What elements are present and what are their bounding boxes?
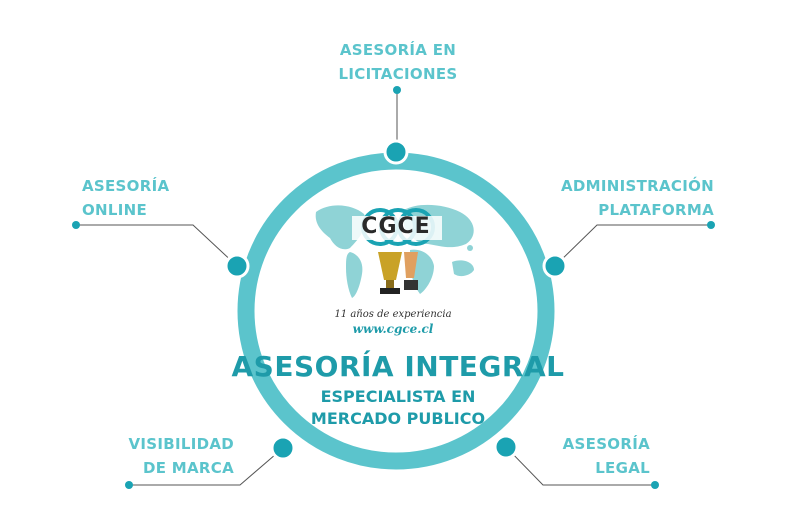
connector-marca: [129, 447, 284, 486]
label-online-line1: ASESORÍA: [82, 177, 170, 195]
endpoint-legal: [651, 481, 659, 489]
label-legal-line1: ASESORÍA: [562, 435, 650, 453]
endpoint-online: [72, 221, 80, 229]
center-title: ASESORÍA INTEGRAL: [231, 350, 565, 383]
logo-tagline: 11 años de experiencia: [334, 309, 452, 320]
endpoint-marca: [125, 481, 133, 489]
node-marca: [270, 435, 296, 461]
label-legal-line2: LEGAL: [595, 459, 650, 477]
connector-legal: [505, 446, 655, 486]
label-marca-line1: VISIBILIDAD: [128, 435, 234, 453]
endpoints: [72, 86, 715, 489]
label-plataforma-line1: ADMINISTRACIÓN: [561, 177, 714, 195]
label-online: ASESORÍA ONLINE: [82, 174, 169, 222]
node-licitaciones: [383, 139, 409, 165]
label-licitaciones: ASESORÍA EN LICITACIONES: [298, 38, 498, 86]
node-plataforma: [542, 253, 568, 279]
label-licitaciones-line2: LICITACIONES: [338, 65, 458, 83]
node-legal: [493, 434, 519, 460]
connector-plataforma: [554, 224, 711, 267]
ring-nodes: [224, 139, 568, 461]
endpoint-plataforma: [707, 221, 715, 229]
center-subtitle-line1: ESPECIALISTA EN: [320, 387, 476, 406]
connector-online: [76, 224, 238, 267]
center-subtitle: ESPECIALISTA EN MERCADO PUBLICO: [198, 386, 598, 430]
label-marca-line2: DE MARCA: [142, 459, 234, 477]
label-legal: ASESORÍA LEGAL: [520, 432, 650, 480]
label-online-line2: ONLINE: [82, 201, 148, 219]
logo-text: CGCE: [361, 214, 431, 239]
label-marca: VISIBILIDAD DE MARCA: [100, 432, 234, 480]
center-subtitle-line2: MERCADO PUBLICO: [310, 409, 486, 428]
label-plataforma-line2: PLATAFORMA: [598, 201, 714, 219]
logo-website: www.cgce.cl: [352, 322, 434, 336]
node-online: [224, 253, 250, 279]
label-licitaciones-line1: ASESORÍA EN: [339, 41, 457, 59]
trophy-icon: [378, 252, 418, 294]
connectors: [76, 90, 711, 486]
label-plataforma: ADMINISTRACIÓN PLATAFORMA: [520, 174, 714, 222]
endpoint-licitaciones: [393, 86, 401, 94]
